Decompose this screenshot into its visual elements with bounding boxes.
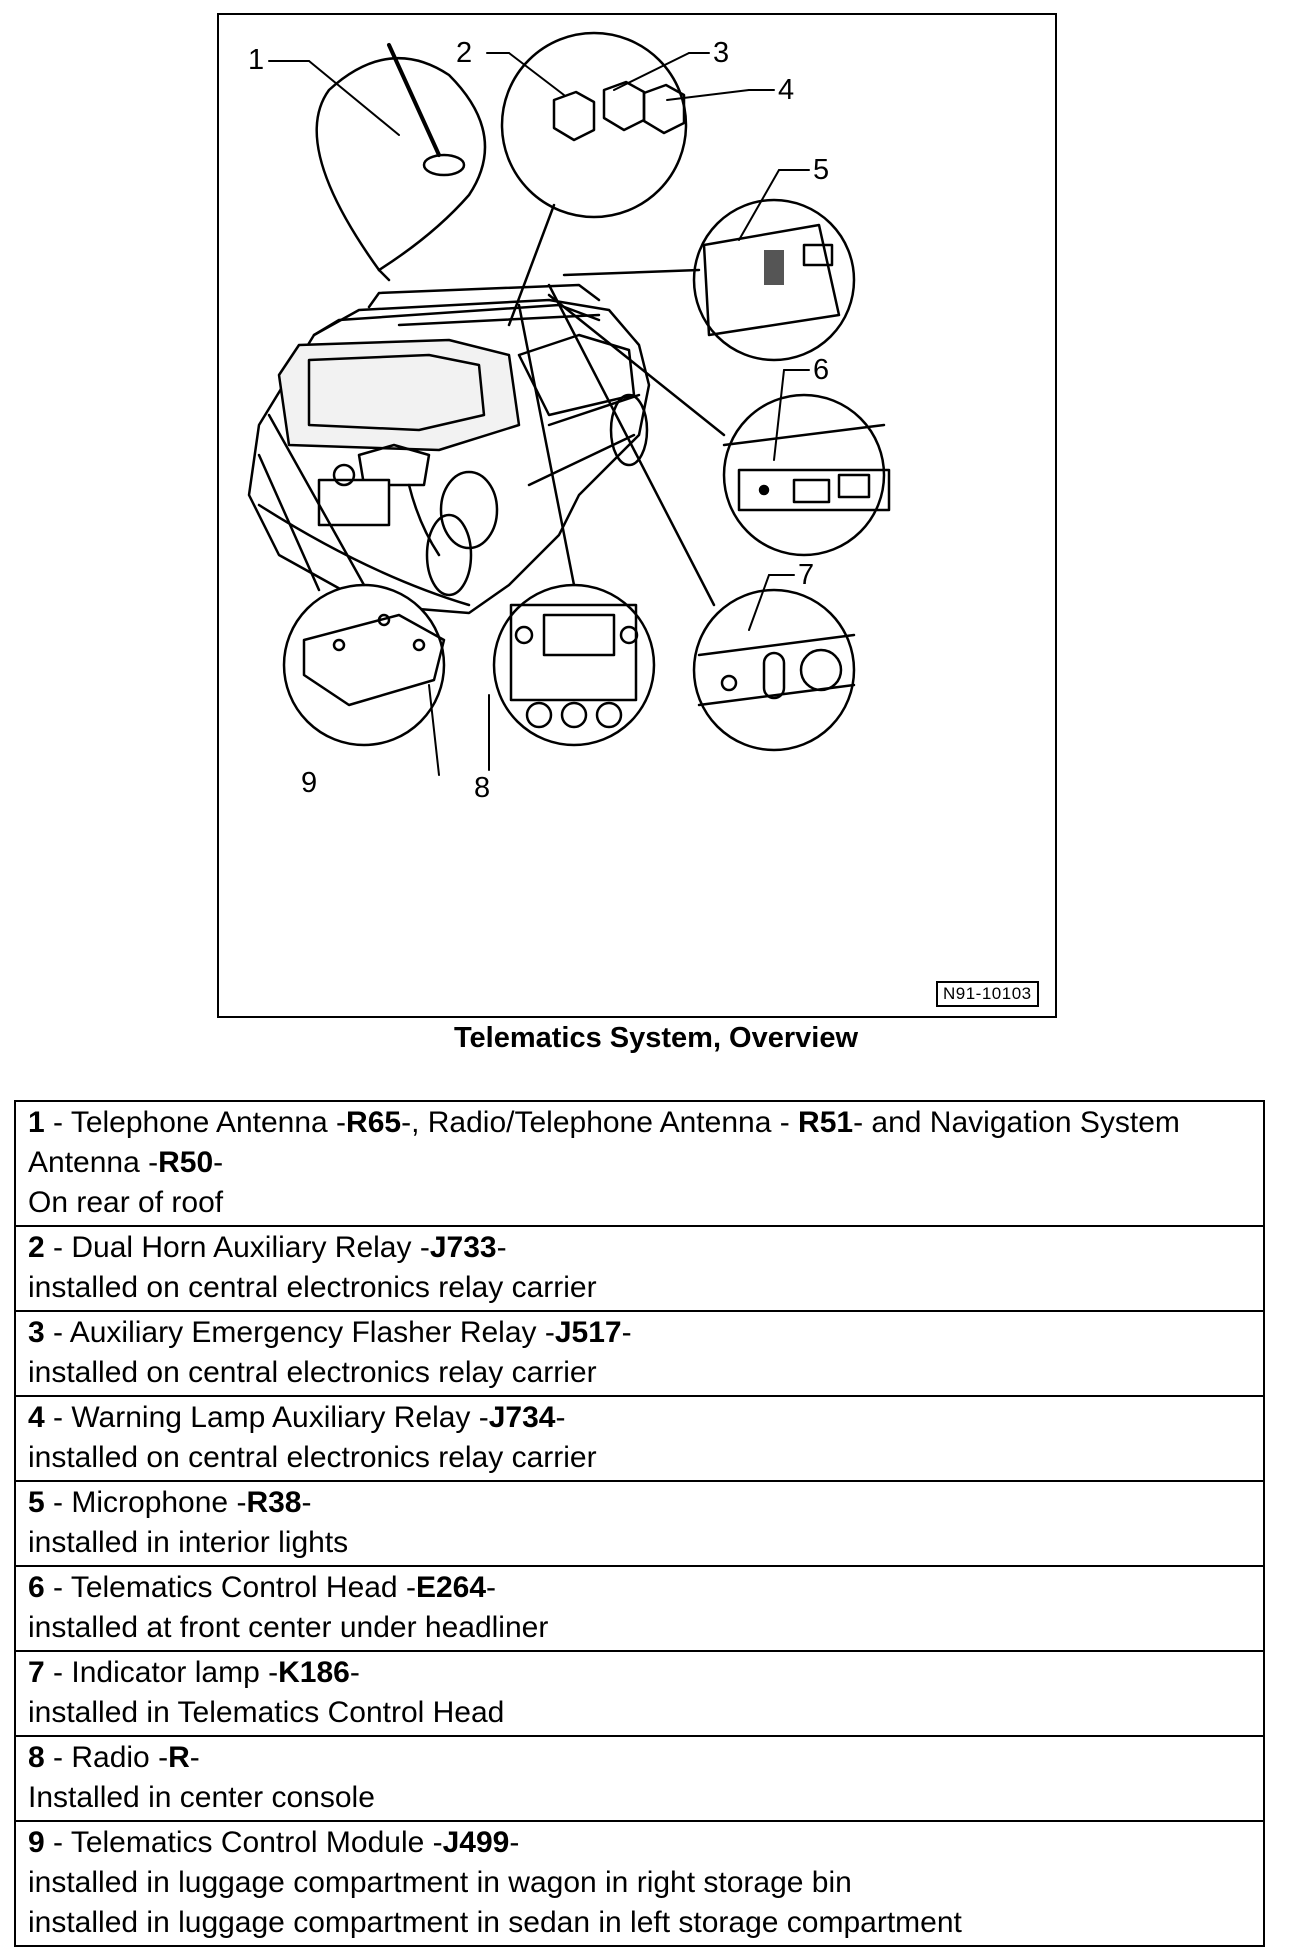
part-code: J499: [442, 1826, 510, 1859]
legend-row-2: 2 - Dual Horn Auxiliary Relay -J733- ins…: [16, 1225, 1263, 1310]
item-location: installed on central electronics relay c…: [28, 1271, 597, 1304]
item-number: 1: [28, 1106, 45, 1139]
part-code: J517: [554, 1316, 622, 1349]
detail-radio: [492, 303, 656, 747]
item-number: 5: [28, 1486, 45, 1519]
item-name: Telephone Antenna -: [70, 1106, 347, 1139]
callout-leaders: [268, 52, 810, 776]
item-location: installed in Telematics Control Head: [28, 1696, 505, 1729]
item-name: Dual Horn Auxiliary Relay -: [71, 1231, 430, 1264]
legend-row-4: 4 - Warning Lamp Auxiliary Relay -J734- …: [16, 1395, 1263, 1480]
callout-4: 4: [778, 74, 795, 106]
item-name: Telematics Control Head -: [70, 1571, 416, 1604]
part-code: R51: [798, 1106, 854, 1139]
item-name: Auxiliary Emergency Flasher Relay -: [69, 1316, 555, 1349]
legend-row-9: 9 - Telematics Control Module -J499- ins…: [16, 1820, 1263, 1945]
wagon-car-drawing: [247, 283, 651, 615]
callout-3: 3: [713, 37, 730, 69]
part-code: R38: [246, 1486, 302, 1519]
legend-table: 1 - Telephone Antenna -R65-, Radio/Telep…: [14, 1100, 1265, 1947]
legend-row-8: 8 - Radio -R- Installed in center consol…: [16, 1735, 1263, 1820]
item-location: installed in interior lights: [28, 1526, 349, 1559]
item-number: 7: [28, 1656, 45, 1689]
part-code: K186: [278, 1656, 350, 1689]
legend-row-7: 7 - Indicator lamp -K186- installed in T…: [16, 1650, 1263, 1735]
figure-caption: Telematics System, Overview: [453, 1022, 859, 1054]
item-location: installed at front center under headline…: [28, 1611, 549, 1644]
overview-figure: 1 2 3 4 5 6 7 8 9 N91-10103: [217, 13, 1057, 1018]
callout-2: 2: [456, 37, 473, 69]
item-number: 8: [28, 1741, 45, 1774]
item-number: 6: [28, 1571, 45, 1604]
legend-row-1: 1 - Telephone Antenna -R65-, Radio/Telep…: [16, 1102, 1263, 1225]
item-name: Radio -: [71, 1741, 169, 1774]
item-number: 3: [28, 1316, 45, 1349]
figure-code: N91-10103: [936, 981, 1039, 1007]
item-number: 9: [28, 1826, 45, 1859]
detail-indicator-lamp: [547, 283, 856, 752]
item-location: On rear of roof: [28, 1186, 224, 1219]
item-name: Warning Lamp Auxiliary Relay -: [71, 1401, 489, 1434]
item-name: Indicator lamp -: [71, 1656, 279, 1689]
part-code: J734: [488, 1401, 556, 1434]
part-code: J733: [429, 1231, 497, 1264]
callout-7: 7: [798, 559, 815, 591]
part-code: R: [168, 1741, 190, 1774]
item-location: installed on central electronics relay c…: [28, 1441, 597, 1474]
detail-control-module: [257, 413, 446, 747]
callout-6: 6: [813, 354, 830, 386]
item-location: installed on central electronics relay c…: [28, 1356, 597, 1389]
part-code: R65: [346, 1106, 402, 1139]
legend-row-6: 6 - Telematics Control Head -E264- insta…: [16, 1565, 1263, 1650]
callout-9: 9: [301, 767, 318, 799]
item-number: 4: [28, 1401, 45, 1434]
detail-microphone: [562, 198, 856, 362]
part-code: E264: [415, 1571, 487, 1604]
detail-relays: [500, 31, 688, 327]
callout-8: 8: [474, 772, 491, 804]
callout-5: 5: [813, 154, 830, 186]
item-number: 2: [28, 1231, 45, 1264]
callout-1: 1: [248, 44, 265, 76]
item-location: installed in luggage compartment in wago…: [28, 1866, 852, 1899]
item-name: Telematics Control Module -: [70, 1826, 443, 1859]
item-location: installed in luggage compartment in seda…: [28, 1906, 962, 1939]
legend-row-3: 3 - Auxiliary Emergency Flasher Relay -J…: [16, 1310, 1263, 1395]
car-illustration: [247, 31, 891, 776]
detail-antenna: [315, 43, 487, 272]
item-location: Installed in center console: [28, 1781, 375, 1814]
detail-control-head: [547, 293, 891, 557]
legend-row-5: 5 - Microphone -R38- installed in interi…: [16, 1480, 1263, 1565]
item-name: Microphone -: [71, 1486, 247, 1519]
part-code: R50: [158, 1146, 214, 1179]
